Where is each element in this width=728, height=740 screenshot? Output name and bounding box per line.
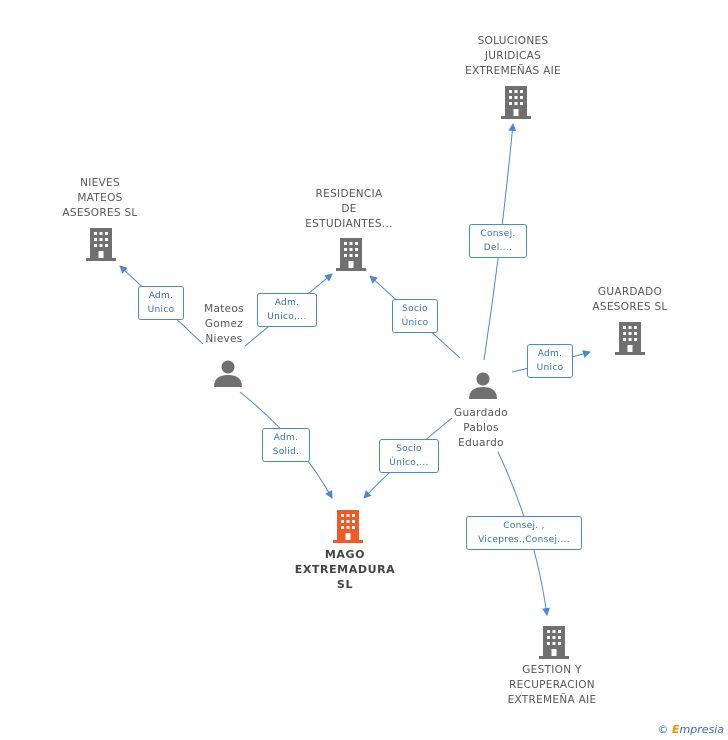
main-building-icon[interactable] (333, 508, 363, 544)
node-label-guardado-pablos[interactable]: Guardado Pablos Eduardo (454, 407, 508, 449)
person-icon[interactable] (468, 370, 498, 400)
person-icon[interactable] (213, 358, 243, 388)
edge-label: Socio Único,... (379, 439, 439, 473)
node-label-soluciones[interactable]: SOLUCIONES JURIDICAS EXTREMEÑAS AIE (465, 35, 561, 77)
copyright-symbol: © (657, 723, 669, 736)
node-label-mago[interactable]: MAGO EXTREMADURA SL (294, 548, 396, 591)
node-label-residencia[interactable]: RESIDENCIA DE ESTUDIANTES... (305, 188, 393, 230)
edge-label: Consej. Del.... (469, 224, 527, 258)
brand-logo-letter: E (671, 723, 680, 736)
node-label-guardado-asesores[interactable]: GUARDADO ASESORES SL (592, 286, 668, 313)
node-label-mateos-gomez[interactable]: Mateos Gomez Nieves (204, 303, 244, 345)
building-icon[interactable] (539, 624, 569, 660)
building-icon[interactable] (86, 226, 116, 262)
building-icon[interactable] (336, 236, 366, 272)
footer-brand: © Empresia (657, 723, 724, 736)
node-label-gestion[interactable]: GESTION Y RECUPERACION EXTREMEÑA AIE (507, 664, 597, 706)
node-label-nieves-mateos[interactable]: NIEVES MATEOS ASESORES SL (62, 177, 138, 219)
edge-label: Adm. Unico (138, 286, 184, 320)
edge-label: Consej. , Vicepres.,Consej.... (466, 516, 582, 550)
building-icon[interactable] (501, 84, 531, 120)
edge-label: Socio Único (392, 299, 438, 333)
edge-label: Adm. Solid. (262, 428, 310, 462)
edge-label: Adm. Unico (527, 344, 573, 378)
edge-label: Adm. Unico,... (257, 293, 317, 327)
building-icon[interactable] (615, 320, 645, 356)
brand-logo-text: mpresia (679, 723, 724, 736)
